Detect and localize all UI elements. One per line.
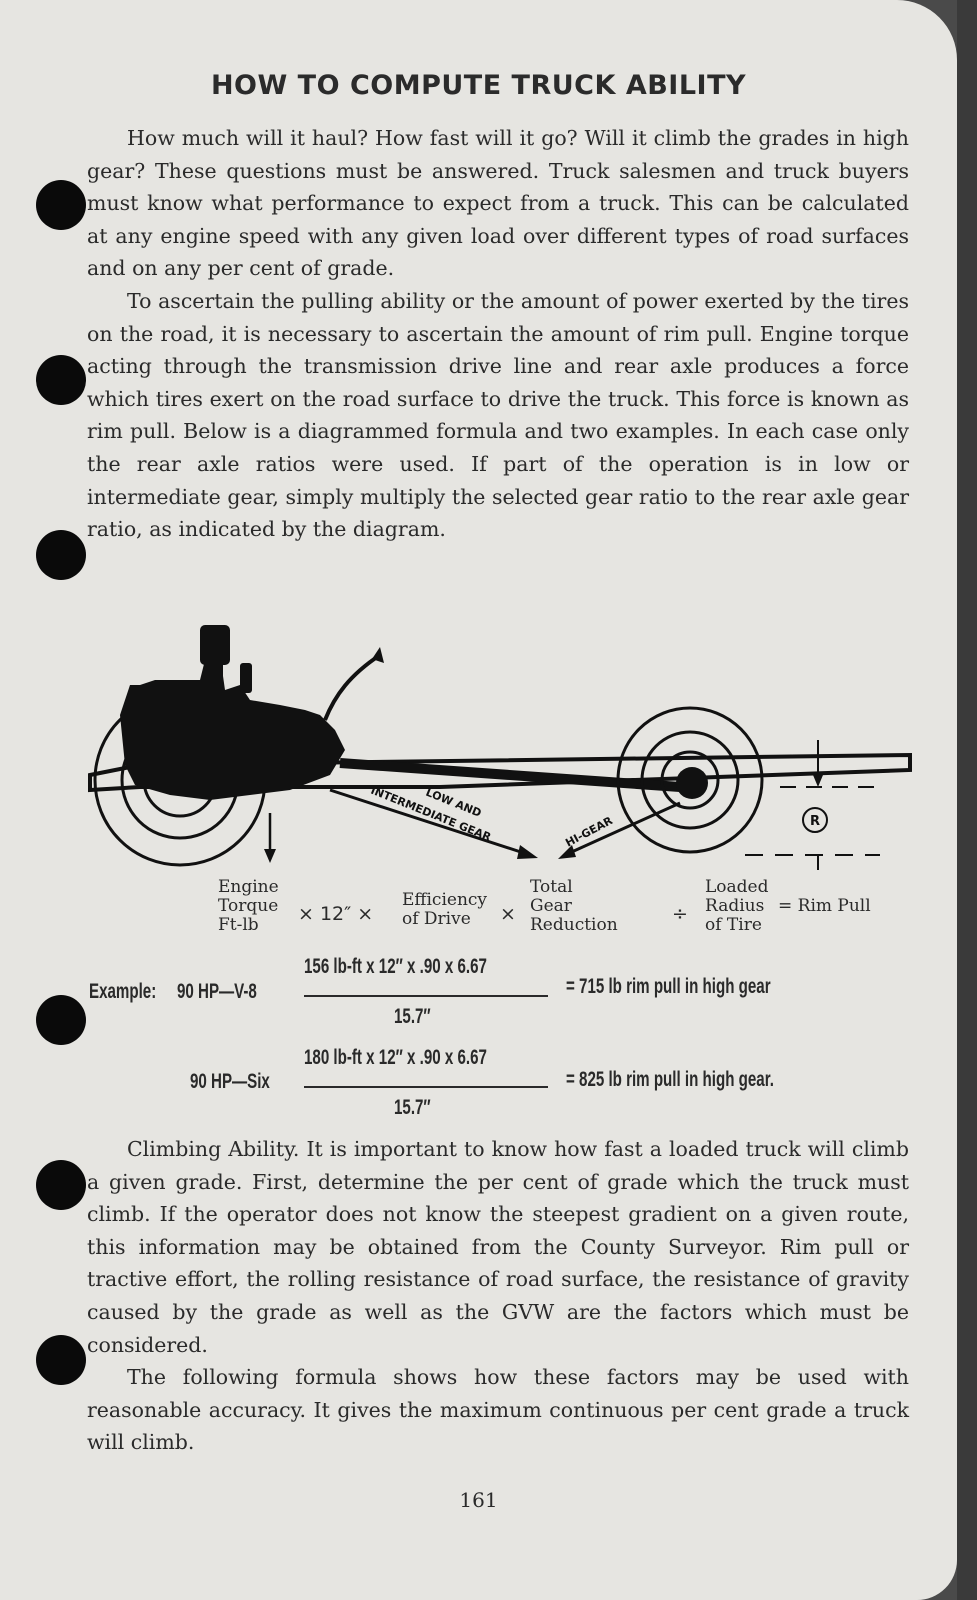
intro-paragraph-1: How much will it haul? How fast will it … [87,126,909,281]
climbing-paragraph-2: The following formula shows how these fa… [87,1365,909,1455]
fraction-bar [304,995,548,997]
fraction-bar [304,1086,548,1088]
formula-operator: × [500,903,516,925]
formula-term-torque: Engine [218,877,279,897]
example-result: = 825 lb rim pull in high gear. [566,1068,774,1091]
binder-hole [36,1335,86,1385]
example-numerator: 180 lb-ft x 12″ x .90 x 6.67 [304,1046,487,1069]
climbing-ability-text: Climbing Ability. It is important to kno… [87,1133,909,1459]
binder-hole [36,355,86,405]
page-edge-shadow [957,0,977,1600]
formula-operator: ÷ [672,903,688,925]
truck-drivetrain-diagram: LOW AND INTERMEDIATE GEAR HI-GEAR R [80,615,920,870]
example-denominator: 15.7″ [394,1005,431,1028]
example-label: 90 HP—V-8 [177,980,257,1003]
binder-hole [36,1160,86,1210]
example-label: 90 HP—Six [190,1070,270,1093]
formula-term-gear-reduction-2: Gear [530,896,572,916]
chassis-illustration: LOW AND INTERMEDIATE GEAR HI-GEAR R [88,625,912,870]
formula-result: = Rim Pull [778,896,871,916]
intro-paragraph-2: To ascertain the pulling ability or the … [87,288,909,542]
formula-term-torque-2: Torque [218,896,279,916]
formula-operator: × 12″ × [298,903,374,925]
binder-hole [36,995,86,1045]
example-numerator: 156 lb-ft x 12″ x .90 x 6.67 [304,955,487,978]
formula-term-torque-3: Ft-lb [218,915,259,935]
book-page: HOW TO COMPUTE TRUCK ABILITY How much wi… [0,0,957,1600]
example-denominator: 15.7″ [394,1096,431,1119]
binder-hole [36,530,86,580]
formula-term-efficiency: Efficiency [402,890,488,910]
example-result: = 715 lb rim pull in high gear [566,975,771,998]
binder-hole [36,180,86,230]
formula-term-tire-radius-3: of Tire [705,915,762,935]
formula-term-gear-reduction-3: Reduction [530,915,618,935]
intro-text: How much will it haul? How fast will it … [87,122,909,546]
climbing-paragraph-1: Climbing Ability. It is important to kno… [87,1137,909,1357]
formula-term-efficiency-2: of Drive [402,909,471,929]
page-title: HOW TO COMPUTE TRUCK ABILITY [210,70,747,101]
formula-term-tire-radius-2: Radius [705,896,765,916]
svg-text:R: R [810,814,820,829]
page-number: 161 [459,1488,498,1512]
example-prefix: Example: [89,980,157,1003]
formula-term-tire-radius: Loaded [705,877,769,897]
formula-term-gear-reduction: Total [530,877,573,897]
